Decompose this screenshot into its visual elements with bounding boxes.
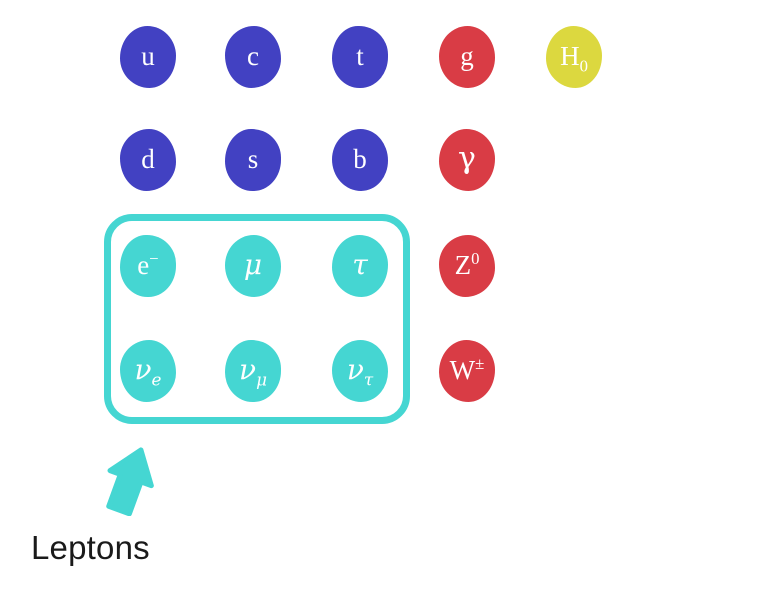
particle-symbol-bottom-quark: b <box>353 143 367 174</box>
particle-higgs-boson[interactable]: H0 <box>546 26 602 88</box>
particle-symbol-gluon: g <box>460 40 474 71</box>
particle-symbol-top-quark: t <box>356 40 364 71</box>
particle-muon[interactable]: μ <box>225 235 281 297</box>
particle-tau-neutrino[interactable]: ντ <box>332 340 388 402</box>
particle-electron[interactable]: e− <box>120 235 176 297</box>
particle-bottom-quark[interactable]: b <box>332 129 388 191</box>
particle-w-boson[interactable]: W± <box>439 340 495 402</box>
particle-symbol-down-quark: d <box>141 143 155 174</box>
particle-symbol-z-boson: Z0 <box>454 248 480 280</box>
particle-down-quark[interactable]: d <box>120 129 176 191</box>
leptons-caption: Leptons <box>31 529 150 566</box>
particle-gluon[interactable]: g <box>439 26 495 88</box>
nu-mu-base-letter: ν <box>239 353 257 386</box>
up-arrow-icon <box>106 447 154 516</box>
w-superscript: ± <box>475 353 485 373</box>
particle-z-boson[interactable]: Z0 <box>439 235 495 297</box>
particle-symbol-charm-quark: c <box>247 40 259 71</box>
particle-symbol-photon: γ <box>458 141 476 176</box>
particle-symbol-muon-neutrino: νμ <box>239 353 267 388</box>
nu-e-base-letter: ν <box>134 353 152 386</box>
particle-symbol-w-boson: W± <box>449 353 485 385</box>
electron-base-letter: e <box>137 249 150 280</box>
z-base-letter: Z <box>454 249 472 280</box>
particle-symbol-electron: e− <box>137 248 159 280</box>
particle-photon[interactable]: γ <box>439 129 495 191</box>
nu-e-subscript: e <box>151 369 162 390</box>
w-base-letter: W <box>449 354 476 385</box>
electron-superscript: − <box>149 248 159 268</box>
particle-symbol-tau: τ <box>352 248 368 281</box>
particle-muon-neutrino[interactable]: νμ <box>225 340 281 402</box>
particle-tau[interactable]: τ <box>332 235 388 297</box>
z-superscript: 0 <box>471 248 480 268</box>
particle-symbol-muon: μ <box>243 248 263 281</box>
particle-electron-neutrino[interactable]: νe <box>120 340 176 402</box>
particle-symbol-tau-neutrino: ντ <box>346 353 373 388</box>
nu-tau-base-letter: ν <box>346 353 364 386</box>
particle-symbol-electron-neutrino: νe <box>134 353 162 388</box>
particle-charm-quark[interactable]: c <box>225 26 281 88</box>
particle-up-quark[interactable]: u <box>120 26 176 88</box>
particle-top-quark[interactable]: t <box>332 26 388 88</box>
higgs-base-letter: H <box>560 40 580 71</box>
particle-symbol-up-quark: u <box>141 40 155 71</box>
nu-tau-subscript: τ <box>363 369 374 390</box>
particle-symbol-higgs-boson: H0 <box>560 40 588 74</box>
particle-symbol-strange-quark: s <box>247 143 259 174</box>
particle-strange-quark[interactable]: s <box>225 129 281 191</box>
nu-mu-subscript: μ <box>256 369 267 390</box>
higgs-subscript: 0 <box>579 55 588 75</box>
